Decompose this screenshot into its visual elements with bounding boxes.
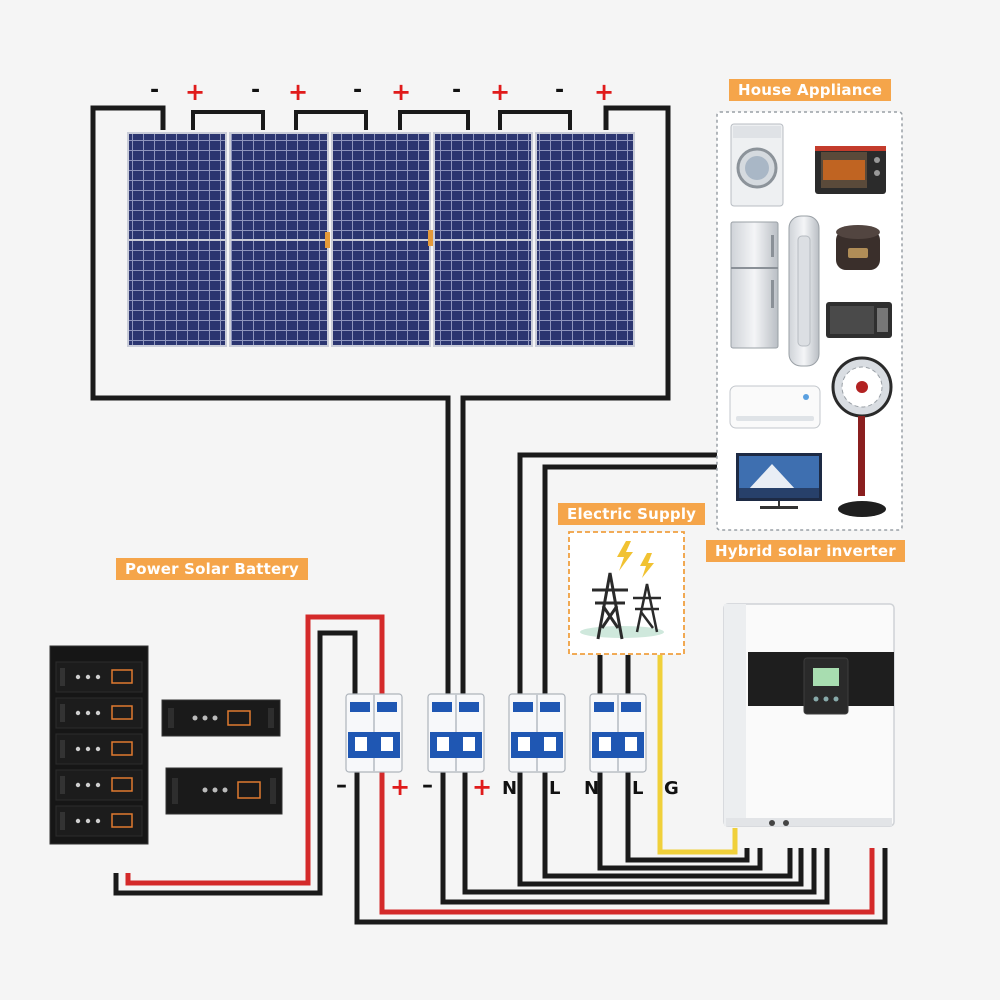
house-appliance-label: House Appliance xyxy=(729,79,892,101)
solar-panel-array xyxy=(127,132,635,347)
refrigerator-icon xyxy=(730,221,779,349)
panel-terminal-positive: + xyxy=(594,78,615,106)
inverter-display xyxy=(813,668,839,686)
lightning-icon xyxy=(617,541,654,578)
pv-negative-wire xyxy=(90,105,451,698)
battery-negative-link xyxy=(317,630,358,703)
rack-battery xyxy=(161,699,281,737)
electric-supply-label: Electric Supply xyxy=(558,503,706,525)
panel-terminal-negative: - xyxy=(353,78,363,103)
solar-panel xyxy=(331,132,433,347)
solar-panel xyxy=(229,132,330,347)
power-battery-label: Power Solar Battery xyxy=(116,558,308,580)
battery-module xyxy=(55,769,143,801)
circuit-breaker xyxy=(345,693,403,773)
battery-module xyxy=(55,697,143,729)
breaker-terminal-live: L xyxy=(549,778,561,799)
battery-module xyxy=(55,805,143,837)
panel-jumper-2 xyxy=(294,110,368,130)
pv-positive-wire xyxy=(460,105,671,698)
breaker-terminal-ground: G xyxy=(664,778,679,799)
panel-terminal-positive: + xyxy=(185,78,206,106)
battery-positive-link xyxy=(305,614,385,703)
load-n-out-wire xyxy=(517,770,804,887)
circuit-breaker xyxy=(508,693,566,773)
panel-jumper-4 xyxy=(498,110,572,130)
panel-terminal-positive: + xyxy=(288,78,309,106)
panel-terminal-positive: + xyxy=(391,78,412,106)
wall-air-conditioner-icon xyxy=(729,385,821,429)
grid-n-out-wire xyxy=(597,770,763,871)
battery-negative-wire xyxy=(113,703,323,896)
solar-panel xyxy=(535,132,635,347)
load-l-out-wire xyxy=(542,770,793,879)
panel-terminal-negative: - xyxy=(555,78,565,103)
ground-wire xyxy=(657,655,738,855)
battery-dc-positive-wire xyxy=(379,770,875,915)
wiring xyxy=(90,105,888,925)
breaker-terminal-neutral: N xyxy=(584,778,600,799)
breaker-terminal-live: L xyxy=(632,778,644,799)
battery-module xyxy=(55,733,143,765)
breaker-terminal-positive: + xyxy=(472,773,493,801)
breaker-terminal-negative: – xyxy=(336,773,347,798)
panel-jumper-1 xyxy=(191,110,265,130)
panel-jumper-3 xyxy=(398,110,470,130)
hybrid-inverter-label: Hybrid solar inverter xyxy=(706,540,905,562)
panel-terminal-negative: - xyxy=(150,78,160,103)
hybrid-inverter xyxy=(723,603,895,827)
television-icon xyxy=(736,453,822,509)
solar-panel xyxy=(433,132,533,347)
electric-supply-group xyxy=(568,531,685,655)
circuit-breaker xyxy=(589,693,647,773)
solar-panel xyxy=(127,132,227,347)
house-appliance-group xyxy=(716,111,903,531)
panel-terminal-negative: - xyxy=(452,78,462,103)
breaker-terminal-neutral: N xyxy=(502,778,518,799)
power-pylon-icon xyxy=(633,583,661,633)
battery-positive-wire xyxy=(125,703,311,886)
washing-machine-icon xyxy=(730,123,784,207)
battery-dc-negative-wire xyxy=(354,770,888,925)
power-pylon-icon xyxy=(592,572,628,640)
standing-fan-icon xyxy=(831,356,893,517)
load-neutral-wire xyxy=(517,452,720,698)
pv-dc-negative-wire xyxy=(440,770,830,905)
microwave-icon xyxy=(826,302,892,338)
rice-cooker-icon xyxy=(836,225,880,270)
load-live-wire xyxy=(542,464,720,698)
pv-dc-positive-wire xyxy=(462,770,817,895)
panel-terminal-positive: + xyxy=(490,78,511,106)
tower-air-conditioner-icon xyxy=(788,215,820,367)
breaker-terminal-positive: + xyxy=(390,773,411,801)
circuit-breaker xyxy=(427,693,485,773)
toaster-oven-icon xyxy=(815,146,886,194)
grid-l-out-wire xyxy=(625,770,750,863)
battery-module xyxy=(55,661,143,693)
rack-battery xyxy=(165,767,283,815)
breaker-terminal-negative: – xyxy=(422,773,433,798)
panel-terminal-negative: - xyxy=(251,78,261,103)
